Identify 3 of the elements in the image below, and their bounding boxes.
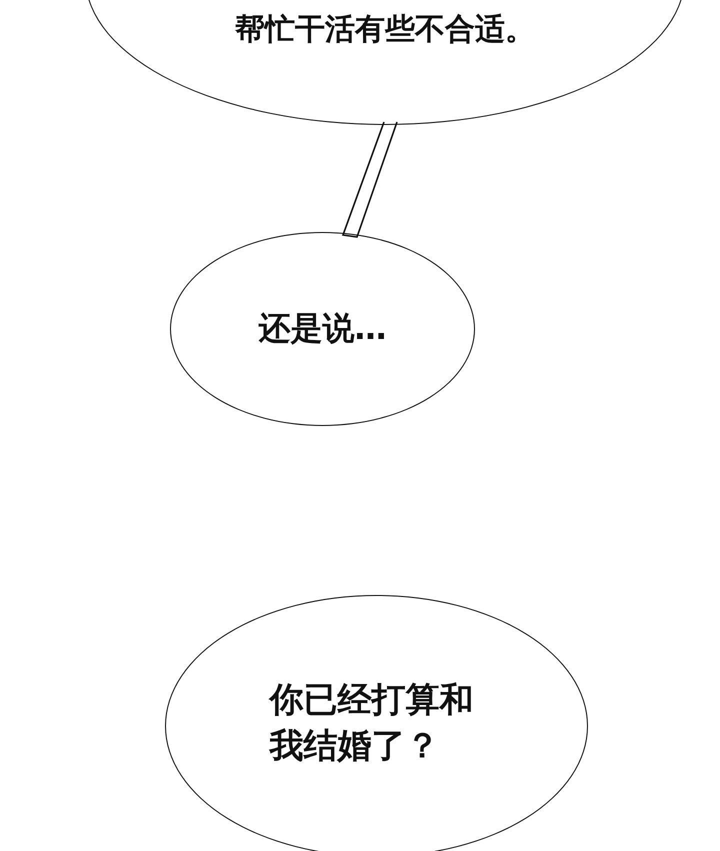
speech-text: 你已经打算和我结婚了？ (270, 679, 474, 768)
speech-text: 还是说… (258, 308, 386, 350)
speech-text: 帮忙干活有些不合适。 (235, 10, 535, 48)
